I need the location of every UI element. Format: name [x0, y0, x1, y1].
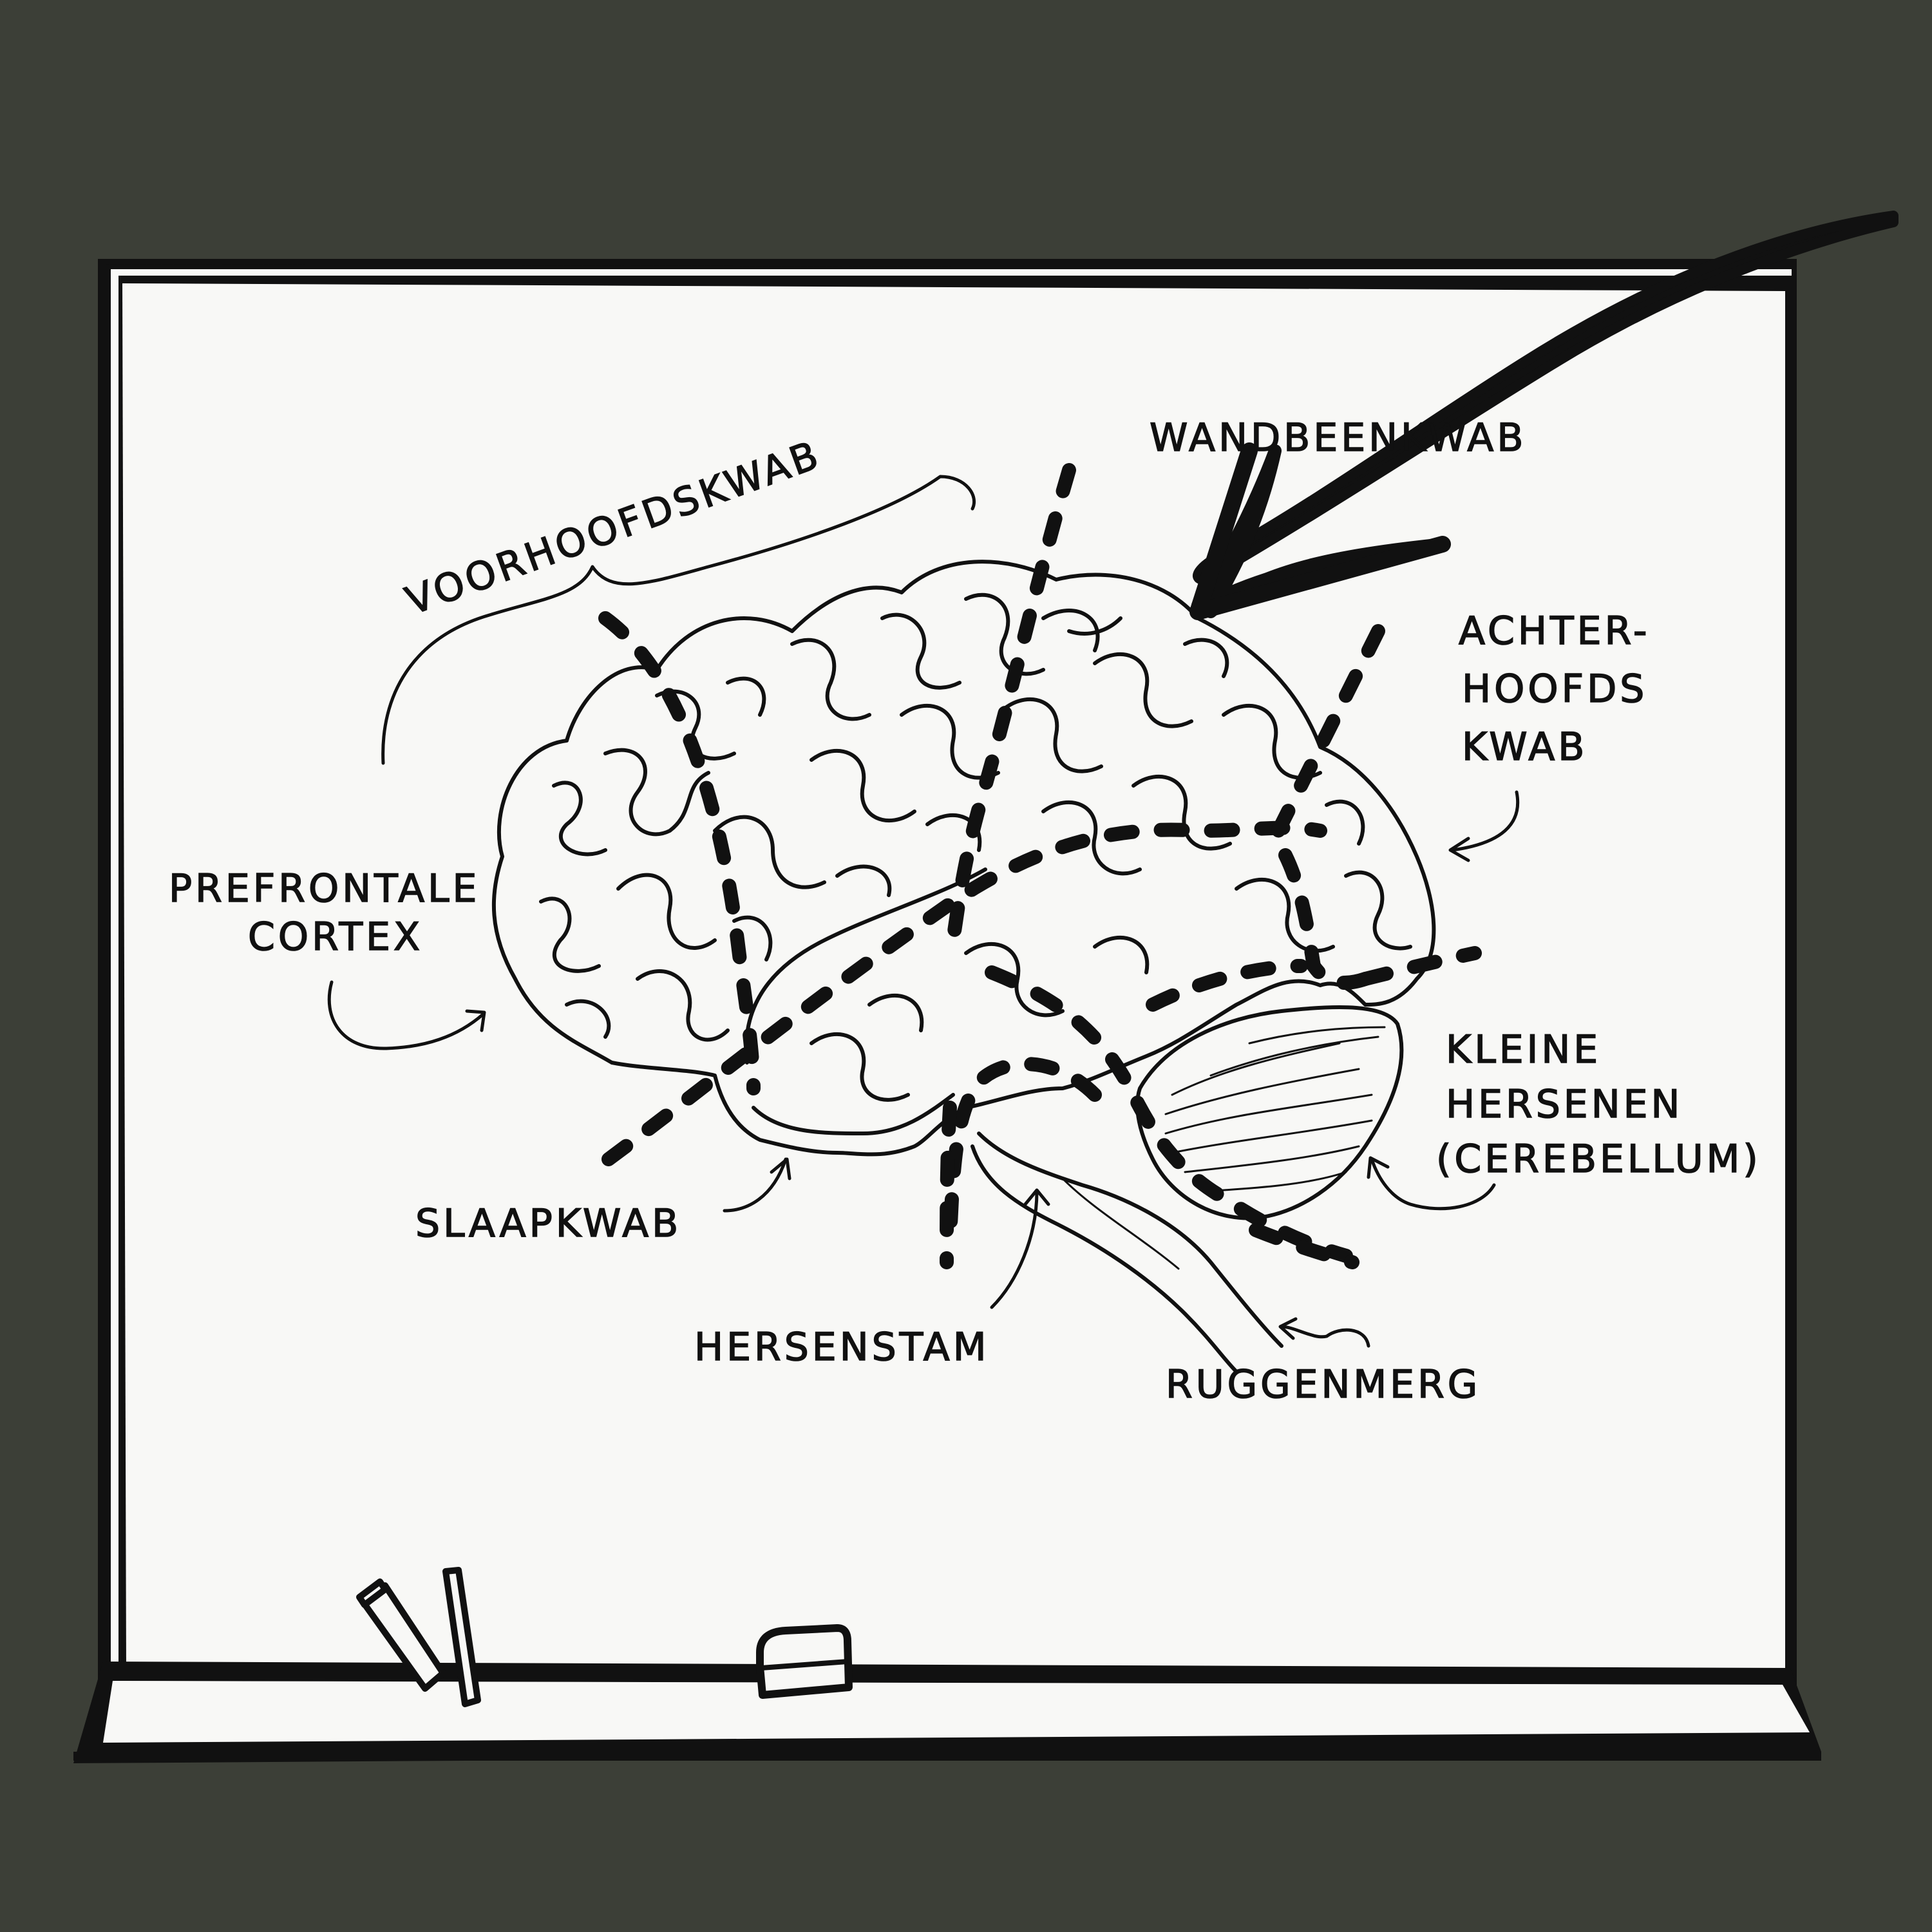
label-prefrontale-1: PREFRONTALE — [169, 866, 480, 911]
label-pointers — [327, 475, 1520, 1348]
label-kleine-1: KLEINE — [1446, 1027, 1601, 1072]
voorhoofdskwab-brace — [381, 475, 976, 765]
boundary-stem — [940, 1101, 957, 1269]
boundary-parieto-occipital — [1267, 624, 1385, 990]
cerebrum-outline — [491, 560, 1436, 1157]
hersenstam-pointer — [990, 1189, 1039, 1309]
pencil-icon — [356, 1567, 481, 1707]
ruggenmerg-pointer — [1280, 1325, 1370, 1348]
brainstem-outline — [977, 1132, 1283, 1348]
cerebellum-outline — [1135, 1005, 1404, 1220]
boundary-central — [946, 463, 1076, 947]
label-achterhoofdskwab-2: HOOFDS — [1462, 667, 1647, 712]
label-achterhoofdskwab-1: ACHTER- — [1459, 609, 1650, 654]
big-arrow-icon — [1189, 211, 1899, 620]
label-kleine-3: (CEREBELLUM) — [1436, 1137, 1761, 1182]
label-achterhoofdskwab-3: KWAB — [1462, 724, 1587, 770]
boundary-cerebellum — [985, 965, 1353, 1263]
whiteboard — [73, 259, 1821, 1763]
whiteboard-surface — [122, 283, 1785, 1674]
eraser-icon — [756, 1624, 853, 1699]
label-prefrontale-2: CORTEX — [248, 914, 423, 960]
slaapkwab-pointer — [723, 1157, 788, 1213]
label-wandbeenkwab: WANDBEENKWAB — [1150, 415, 1527, 460]
achterhoofdskwab-pointer — [1450, 790, 1520, 852]
prefrontale-pointer — [327, 980, 485, 1050]
label-ruggenmerg: RUGGENMERG — [1166, 1362, 1481, 1407]
boundary-occipital-base — [1358, 946, 1482, 986]
label-hersenstam: HERSENSTAM — [694, 1325, 990, 1370]
label-slaapkwab: SLAAPKWAB — [415, 1201, 681, 1246]
label-kleine-2: HERSENEN — [1446, 1082, 1683, 1127]
lobe-boundaries — [598, 463, 1482, 1269]
boundary-lateral — [601, 820, 1327, 1166]
kleine-hersenen-pointer — [1370, 1157, 1496, 1211]
